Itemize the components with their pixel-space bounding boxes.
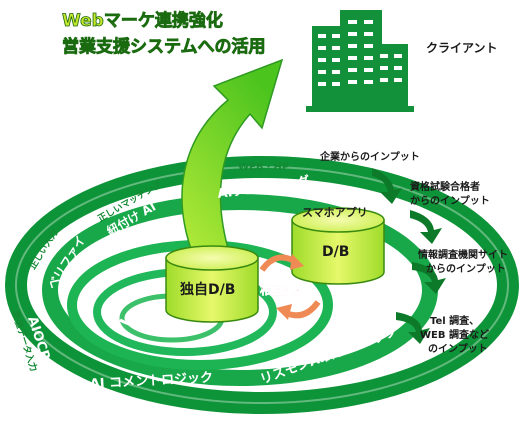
own-db-cylinder: [165, 245, 259, 323]
own-db-label: 独自D/B: [180, 281, 235, 298]
building-icon: [306, 10, 414, 112]
smartphone-app-label: スマホアプリ: [302, 205, 368, 219]
ai-comment-label: AI コメントロジック: [89, 371, 213, 392]
input-label-research-line2: からのインプット: [426, 262, 506, 275]
title-line-2: 営業支援システムへの活用: [62, 36, 266, 57]
client-label: クライアント: [426, 41, 498, 55]
input-label-tel-line1: Tel 調査、: [430, 314, 479, 327]
mutual-link-label: 相互連携: [260, 282, 308, 297]
title-line-1: Webマーケ連携強化: [62, 10, 223, 31]
input-label-research-line1: 情報調査機関サイト: [418, 248, 508, 261]
outer-ring: [5, 156, 519, 414]
input-label-companies: 企業からのインプット: [319, 150, 420, 163]
input-label-qualified-line2: からのインプット: [410, 194, 490, 207]
input-label-qualified-line1: 資格試験合格者: [410, 180, 480, 193]
cycle-arrows-icon: [259, 254, 321, 320]
curved-arrow-icon: [372, 168, 446, 344]
smartphone-db-cylinder: [291, 207, 385, 285]
middle-ring: [42, 194, 438, 386]
web-hp-label: WEB・HP: [238, 162, 289, 173]
smartphone-db-label: D/B: [322, 244, 349, 260]
upward-arrow: [181, 58, 284, 263]
input-label-tel-line3: のインプット: [428, 342, 488, 355]
input-label-tel-line2: WEB 調査など: [420, 328, 489, 341]
